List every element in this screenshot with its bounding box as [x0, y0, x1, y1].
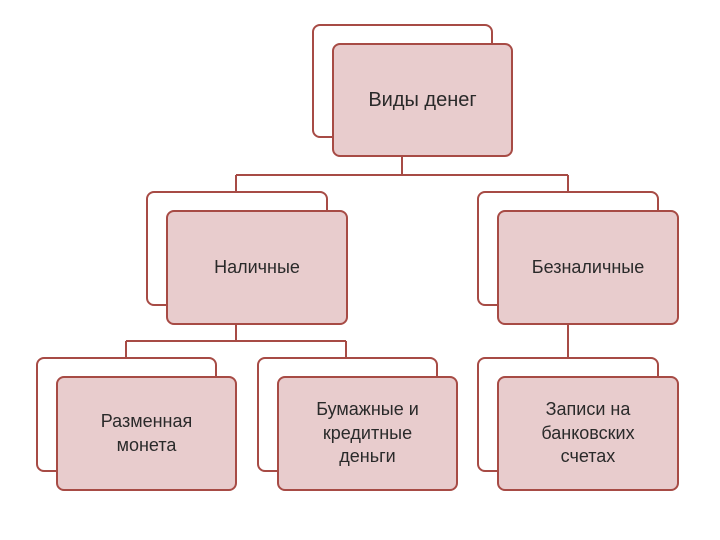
noncash-label: Безналичные — [531, 256, 645, 277]
paper-label: Бумажные и кредитные деньги — [316, 399, 419, 467]
bank-node: Записи на банковских счетах — [497, 376, 679, 491]
bank-label: Записи на банковских счетах — [541, 399, 635, 467]
root-label: Виды денег — [368, 89, 477, 111]
root-node: Виды денег — [332, 43, 513, 157]
coin-label: Разменная монета — [100, 411, 193, 455]
cash-label: Наличные — [214, 256, 300, 277]
cash-node: Наличные — [166, 210, 348, 325]
noncash-node: Безналичные — [497, 210, 679, 325]
coin-node: Разменная монета — [56, 376, 237, 491]
paper-node: Бумажные и кредитные деньги — [277, 376, 458, 491]
